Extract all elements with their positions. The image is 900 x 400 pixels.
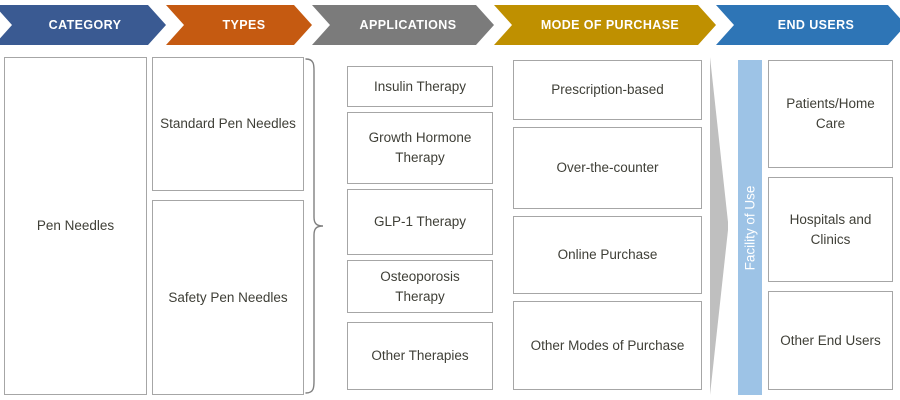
chevron-types-label: TYPES: [222, 18, 266, 32]
chevron-mode-of-purchase-label: MODE OF PURCHASE: [540, 18, 680, 32]
curly-brace-connector: [303, 57, 327, 395]
chevron-mode-of-purchase[interactable]: MODE OF PURCHASE: [494, 5, 716, 45]
applications-box-growth-hormone-therapy[interactable]: Growth Hormone Therapy: [347, 112, 493, 184]
applications-label-osteoporosis: Osteoporosis Therapy: [380, 268, 460, 304]
types-label-safety: Safety Pen Needles: [168, 289, 288, 305]
mode-box-over-the-counter[interactable]: Over-the-counter: [513, 127, 702, 209]
bowtie-connector: [708, 57, 734, 395]
mode-box-prescription-based[interactable]: Prescription-based: [513, 60, 702, 120]
applications-box-other-therapies[interactable]: Other Therapies: [347, 322, 493, 390]
applications-box-osteoporosis-therapy[interactable]: Osteoporosis Therapy: [347, 260, 493, 313]
chevron-category-label: CATEGORY: [48, 18, 122, 32]
end-users-label-other: Other End Users: [780, 332, 881, 348]
mode-label-prescription: Prescription-based: [551, 82, 664, 98]
category-label: Pen Needles: [36, 218, 115, 234]
chevron-end-users-label: END USERS: [777, 18, 855, 32]
chevron-applications-label: APPLICATIONS: [359, 18, 457, 32]
types-box-safety-pen-needles[interactable]: Safety Pen Needles: [152, 200, 304, 395]
chevron-applications[interactable]: APPLICATIONS: [312, 5, 494, 45]
end-users-box-patients-home-care[interactable]: Patients/Home Care: [768, 60, 893, 168]
applications-box-glp1-therapy[interactable]: GLP-1 Therapy: [347, 189, 493, 255]
end-users-label-patients: Patients/Home Care: [786, 96, 875, 131]
facility-of-use-label: Facility of Use: [742, 185, 758, 270]
mode-label-online: Online Purchase: [557, 247, 658, 263]
applications-label-glp1: GLP-1 Therapy: [373, 214, 467, 230]
mode-box-online-purchase[interactable]: Online Purchase: [513, 216, 702, 294]
chevron-category[interactable]: CATEGORY: [0, 5, 166, 45]
end-users-label-hospitals: Hospitals and Clinics: [789, 211, 872, 247]
chevron-header-row: CATEGORY TYPES APPLICATIONS MODE OF PURC…: [0, 5, 900, 45]
applications-label-growth-hormone: Growth Hormone Therapy: [368, 130, 472, 165]
facility-of-use-bar[interactable]: Facility of Use: [738, 60, 762, 395]
end-users-box-hospitals-and-clinics[interactable]: Hospitals and Clinics: [768, 177, 893, 282]
category-box-pen-needles[interactable]: Pen Needles: [4, 57, 147, 395]
mode-label-otc: Over-the-counter: [556, 160, 659, 176]
bowtie-icon: [710, 57, 728, 395]
mode-box-other-modes[interactable]: Other Modes of Purchase: [513, 301, 702, 390]
curly-brace-icon: [305, 58, 324, 394]
chevron-end-users[interactable]: END USERS: [716, 5, 900, 45]
mode-label-other-modes: Other Modes of Purchase: [530, 337, 685, 353]
types-box-standard-pen-needles[interactable]: Standard Pen Needles: [152, 57, 304, 191]
applications-box-insulin-therapy[interactable]: Insulin Therapy: [347, 66, 493, 107]
applications-label-insulin: Insulin Therapy: [373, 78, 467, 94]
types-label-standard: Standard Pen Needles: [160, 116, 296, 132]
chevron-types[interactable]: TYPES: [166, 5, 312, 45]
applications-label-other: Other Therapies: [371, 348, 469, 364]
end-users-box-other-end-users[interactable]: Other End Users: [768, 291, 893, 390]
